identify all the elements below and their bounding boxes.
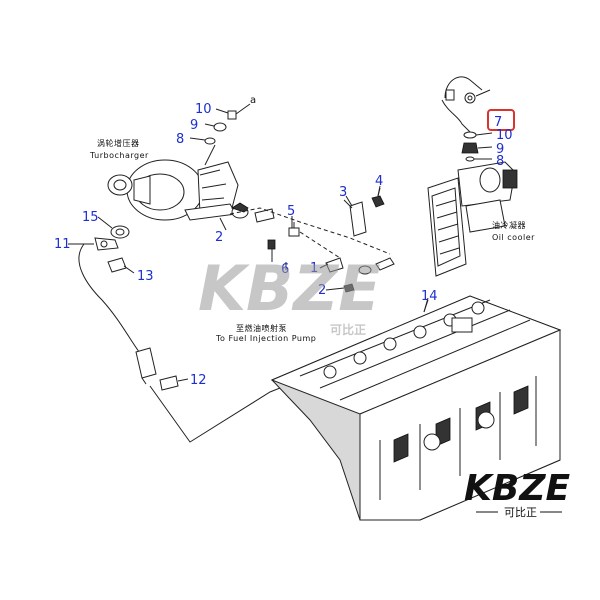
callout-7: 7 xyxy=(494,115,502,130)
callout-a: a xyxy=(250,95,257,106)
label-fuel-pump-en: To Fuel Injection Pump xyxy=(215,334,316,343)
oil-cooler xyxy=(427,161,518,277)
callout-6: 6 xyxy=(281,262,289,277)
leader-lines xyxy=(68,185,429,382)
callout-8-cooler: 8 xyxy=(496,154,504,169)
left-oil-pipe xyxy=(78,225,301,443)
turbo-bolt-assembly xyxy=(189,103,251,166)
callout-2-right: 2 xyxy=(318,283,326,298)
callout-numbers: 10 9 8 a 7 10 9 8 15 11 13 2 3 4 5 6 1 2… xyxy=(54,95,515,388)
label-turbocharger-cn: 涡轮增压器 xyxy=(97,138,140,148)
label-fuel-pump-cn: 至燃油喷射泵 xyxy=(236,323,287,333)
turbocharger xyxy=(107,159,239,221)
oil-hose xyxy=(441,76,491,133)
watermark-sub-center: 可比正 xyxy=(330,322,366,337)
callout-15: 15 xyxy=(82,210,99,225)
callout-1: 1 xyxy=(310,261,318,276)
watermark-brand-corner: KBZE xyxy=(464,468,570,509)
label-oil-cooler-cn: 油冷凝器 xyxy=(492,220,526,230)
callout-9-cooler: 9 xyxy=(496,142,504,157)
watermark-corner: KBZE 可比正 xyxy=(464,468,570,519)
watermark-brand-center: KBZE xyxy=(198,252,381,325)
label-turbocharger-en: Turbocharger xyxy=(89,151,149,160)
callout-3: 3 xyxy=(339,185,347,200)
callout-10-cooler: 10 xyxy=(496,128,513,143)
callout-8-turbo: 8 xyxy=(176,132,184,147)
callout-14: 14 xyxy=(421,289,438,304)
cooler-fittings xyxy=(461,131,493,162)
callout-10-turbo: 10 xyxy=(195,102,212,117)
callout-2-left: 2 xyxy=(215,230,223,245)
watermark-center: KBZE 可比正 xyxy=(198,252,381,337)
engine-block xyxy=(270,295,562,521)
callout-11: 11 xyxy=(54,237,71,252)
component-labels: 涡轮增压器 Turbocharger 油冷凝器 Oil cooler 至燃油喷射… xyxy=(89,138,535,343)
watermark-sub-corner: 可比正 xyxy=(504,506,537,519)
callout-12: 12 xyxy=(190,373,207,388)
center-small-parts xyxy=(229,187,395,293)
label-oil-cooler-en: Oil cooler xyxy=(492,233,535,242)
callout-13: 13 xyxy=(137,269,154,284)
callout-4: 4 xyxy=(375,174,383,189)
highlight-box-7 xyxy=(487,109,515,131)
callout-5: 5 xyxy=(287,204,295,219)
callout-9-turbo: 9 xyxy=(190,118,198,133)
